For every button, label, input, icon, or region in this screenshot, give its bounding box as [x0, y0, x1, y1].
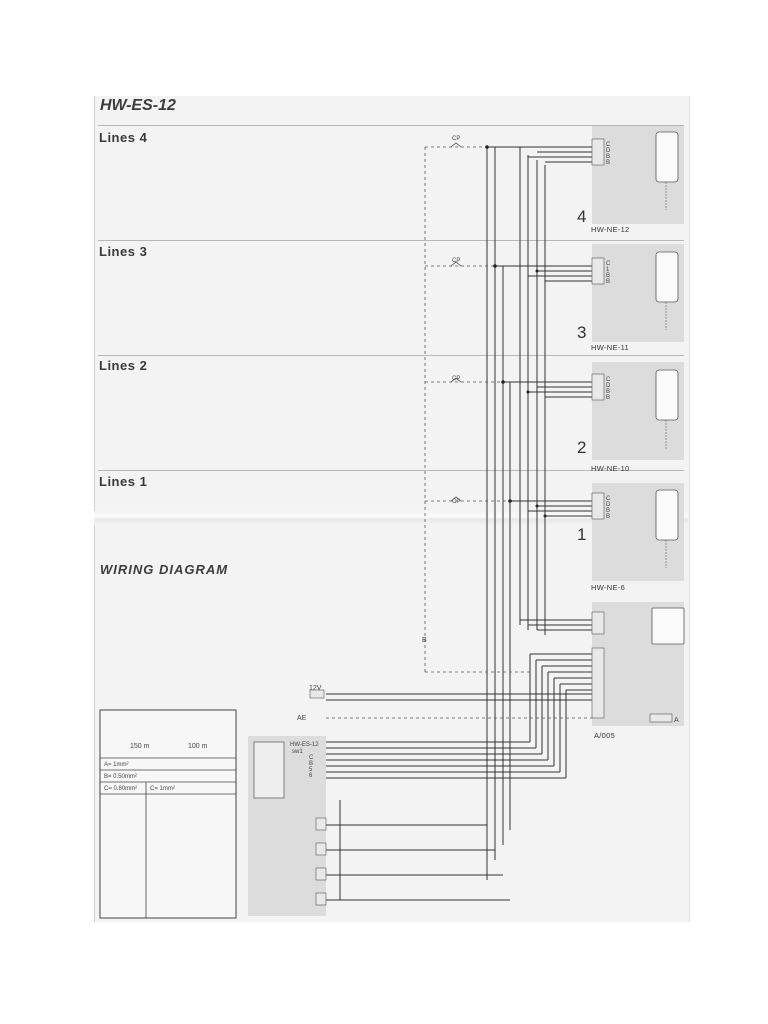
unit-model-1: HW-NE-6 — [591, 583, 626, 592]
svg-text:B: B — [606, 273, 610, 279]
svg-text:B: B — [606, 160, 610, 166]
panel-speaker — [253, 741, 285, 799]
input-ae-label: AE — [297, 715, 307, 722]
svg-text:B: B — [606, 508, 610, 514]
svg-text:B: B — [606, 154, 610, 160]
line-label-4: Lines 4 — [99, 130, 148, 145]
svg-text:sw1: sw1 — [292, 749, 303, 755]
wire-b-label: B — [422, 637, 427, 644]
legend-box — [99, 709, 237, 919]
unit-number-3: 3 — [577, 323, 587, 342]
document-title: HW-ES-12 — [100, 97, 176, 114]
unit-number-1: 1 — [577, 525, 587, 544]
switch-label: CP — [452, 499, 460, 505]
separator — [98, 470, 684, 471]
svg-text:6: 6 — [309, 773, 313, 779]
separator — [98, 355, 684, 356]
paper-fold — [94, 511, 688, 525]
svg-text:C: C — [606, 377, 611, 383]
svg-text:B: B — [606, 389, 610, 395]
line-label-3: Lines 3 — [99, 244, 148, 259]
legend-cable: A= 1mm² — [104, 762, 129, 768]
aux-terminal — [649, 713, 673, 723]
svg-text:D: D — [606, 383, 611, 389]
line-label-2: Lines 2 — [99, 358, 148, 373]
input-terminal — [309, 689, 325, 699]
svg-text:5: 5 — [309, 767, 313, 773]
svg-text:C: C — [309, 755, 314, 761]
svg-text:B: B — [606, 514, 610, 520]
svg-text:D: D — [606, 148, 611, 154]
separator — [98, 240, 684, 241]
unit-model-4: HW-NE-12 — [591, 225, 630, 234]
section-title: WIRING DIAGRAM — [100, 562, 229, 577]
handset-icon — [651, 131, 685, 645]
aux-terminal-label: A — [674, 717, 679, 724]
panel-model: HW-ES-12 — [290, 742, 319, 748]
legend-cable: B= 0.50mm² — [104, 774, 137, 780]
legend-distance: 150 m — [130, 743, 150, 750]
svg-text:D: D — [606, 502, 611, 508]
unit-model-2: HW-NE-10 — [591, 464, 630, 473]
svg-text:C: C — [606, 261, 611, 267]
svg-text:B: B — [309, 761, 313, 767]
svg-text:C: C — [606, 496, 611, 502]
svg-text:C: C — [606, 142, 611, 148]
unit-number-4: 4 — [577, 207, 587, 226]
svg-text:1: 1 — [606, 267, 610, 273]
input-12v-label: 12V — [309, 685, 322, 692]
svg-text:B: B — [606, 395, 610, 401]
legend-distance: 100 m — [188, 743, 208, 750]
switch-label: CP — [452, 136, 460, 142]
unit-model-3: HW-NE-11 — [591, 343, 629, 352]
legend-cable: C= 0.80mm² — [104, 786, 137, 792]
switch-label: CP — [452, 258, 460, 264]
legend-cable: C= 1mm² — [150, 786, 175, 792]
line-label-1: Lines 1 — [99, 474, 148, 489]
power-supply-model: A/005 — [594, 731, 616, 740]
switch-label: CP — [452, 376, 460, 382]
svg-text:B: B — [606, 279, 610, 285]
separator — [98, 125, 684, 126]
unit-number-2: 2 — [577, 438, 587, 457]
